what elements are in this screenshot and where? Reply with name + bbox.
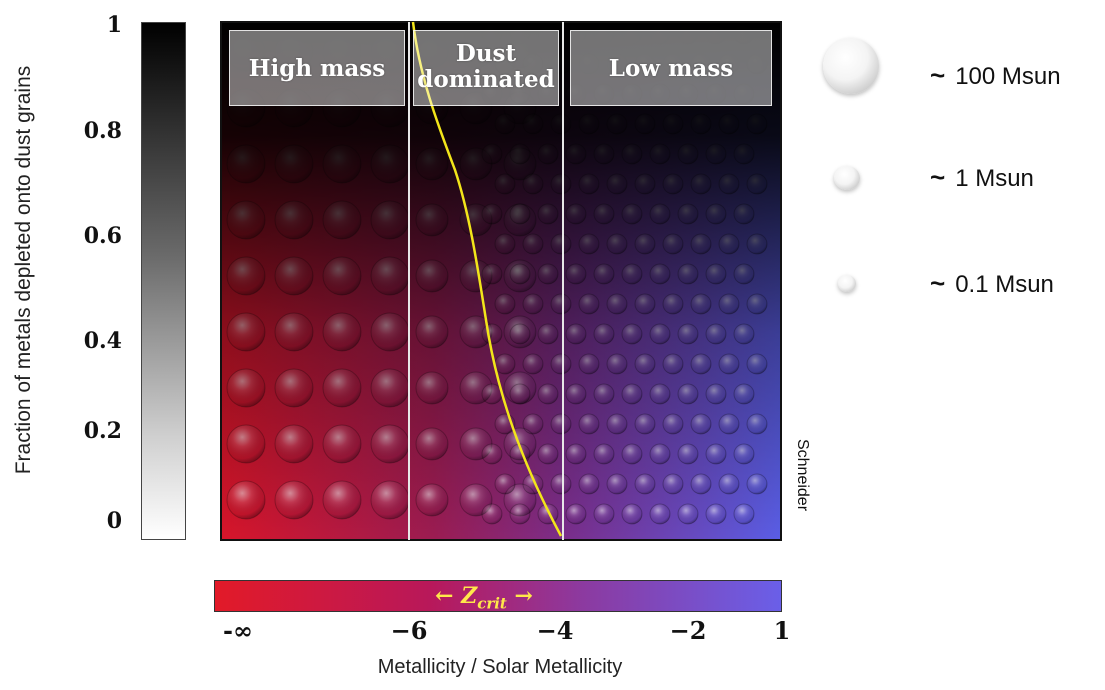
legend-text-1-msun: 1 Msun [955,165,1034,192]
region-label-high-mass: High mass [229,30,405,106]
plot-frame [220,21,782,541]
right-arrow-icon: → [514,583,533,609]
y-tick-1: 1 [106,12,122,38]
y-tick-0-6: 0.6 [83,223,122,249]
left-arrow-icon: ← [435,583,454,609]
legend-tilde: ~ [930,162,946,192]
region-label-dust: Dust [455,40,517,67]
image-credit: Schneider [794,438,811,512]
legend-tilde: ~ [930,268,946,298]
metallicity-colorbar [214,580,782,612]
y-tick-0: 0 [106,508,122,534]
zcrit-symbol: Z [461,583,478,609]
x-tick-neg-6: −6 [390,616,428,645]
legend-0-1-msun: ~0.1 Msun [930,268,1054,299]
sphere-0-1-msun-icon [838,275,856,292]
x-tick-neg-2: −2 [669,616,707,645]
zcrit-subscript: crit [477,594,507,613]
x-tick-neg-4: −4 [536,616,574,645]
sphere-100-msun-icon [823,38,879,94]
depletion-colorbar [141,22,186,540]
zcrit-marker: ← Zcrit → [416,580,552,612]
sphere-1-msun-icon [834,166,860,190]
legend-text-100-msun: 100 Msun [955,63,1061,90]
legend-1-msun: ~1 Msun [930,162,1034,193]
region-label-low-mass: Low mass [570,30,772,106]
legend-text-0-1-msun: 0.1 Msun [955,271,1054,298]
legend-100-msun: ~100 Msun [930,60,1061,91]
region-label-dust-dominated: Dust dominated [413,30,559,106]
legend-tilde: ~ [930,60,946,90]
y-tick-0-4: 0.4 [83,328,122,354]
x-axis-label: Metallicity / Solar Metallicity [377,656,623,678]
x-tick-neg-infinity: -∞ [223,616,253,645]
y-tick-0-8: 0.8 [83,118,122,144]
critical-metallicity-curve [411,21,563,537]
x-tick-1: 1 [773,616,791,645]
region-label-dominated: dominated [417,66,555,93]
y-tick-0-2: 0.2 [83,418,122,444]
depth-shading [221,22,781,540]
